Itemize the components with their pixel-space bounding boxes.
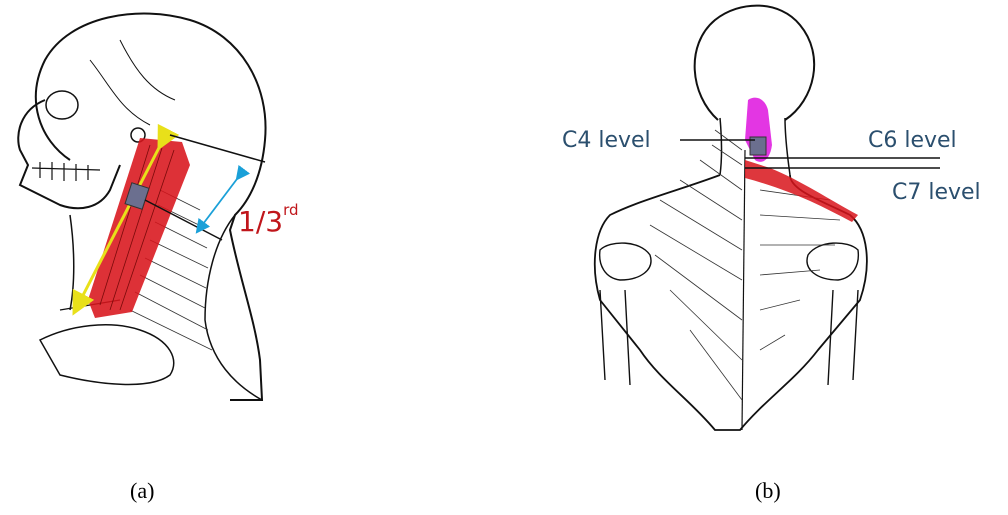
eye-socket [46,91,78,119]
panel-b-illustration [595,6,940,430]
one-third-label: 1/3rd [238,205,299,238]
c7-level-label: C7 level [892,180,981,205]
c6-level-label: C6 level [868,128,957,153]
fraction-superscript: rd [283,201,298,219]
fraction-text: 1/3 [238,205,283,238]
jaw-outline [18,100,120,208]
upper-trapezius-red [745,160,858,222]
panel-a-illustration [18,13,265,400]
teeth [32,162,100,181]
c4-level-label: C4 level [562,128,651,153]
throat-outline [70,215,74,310]
scm-muscle [88,138,190,318]
caption-a: (a) [130,478,154,504]
clavicle [40,325,174,385]
caption-b: (b) [755,478,781,504]
